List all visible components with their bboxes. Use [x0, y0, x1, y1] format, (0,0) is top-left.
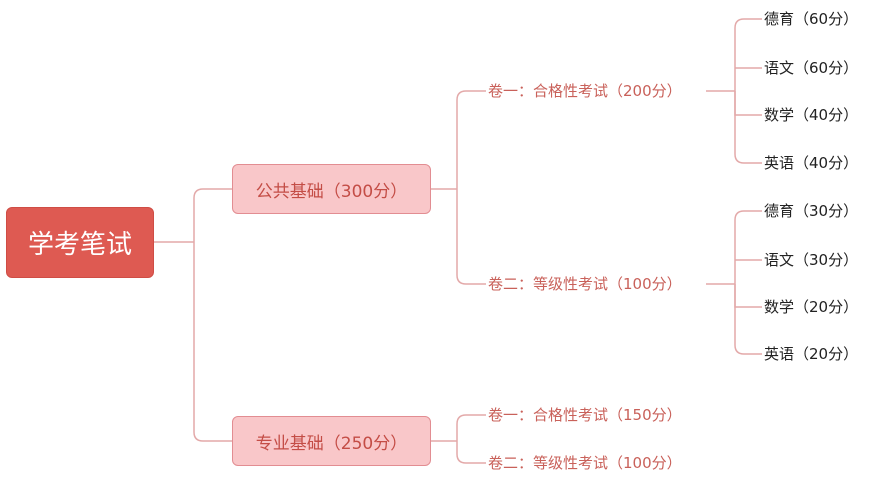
- exam-node-public-paper-2[interactable]: 卷二：等级性考试（100分）: [488, 275, 682, 293]
- subject-label: 德育（60分）: [764, 10, 859, 28]
- root-node[interactable]: 学考笔试: [6, 207, 154, 278]
- subject-node-english[interactable]: 英语（40分）: [764, 154, 858, 172]
- branch-label: 公共基础（300分）: [255, 181, 408, 202]
- connector-branch-1-to-exam-1: [456, 90, 486, 189]
- exam-label: 卷一：合格性考试（150分）: [488, 406, 682, 424]
- branch-label: 专业基础（250分）: [255, 433, 408, 454]
- connector-exam-1-to-subject-4: [734, 91, 762, 164]
- subject-node-math[interactable]: 数学（40分）: [764, 106, 858, 124]
- exam-label: 卷二：等级性考试（100分）: [488, 275, 682, 293]
- exam-node-professional-paper-1[interactable]: 卷一：合格性考试（150分）: [488, 406, 682, 424]
- subject-label: 数学（40分）: [764, 106, 859, 124]
- root-label: 学考笔试: [27, 230, 132, 260]
- connector-branch-2-to-exam-2: [456, 441, 486, 464]
- connector-branch-2-to-exam-1: [456, 414, 486, 441]
- exam-node-public-paper-1[interactable]: 卷一：合格性考试（200分）: [488, 82, 682, 100]
- branch-node-public-basics[interactable]: 公共基础（300分）: [232, 164, 431, 214]
- connector-root-to-branch-2: [193, 242, 232, 442]
- subject-node-moral-education[interactable]: 德育（30分）: [764, 202, 858, 220]
- subject-node-math[interactable]: 数学（20分）: [764, 298, 858, 316]
- subject-label: 英语（40分）: [764, 154, 859, 172]
- connector-exam-2-to-subject-1: [734, 210, 762, 284]
- connector-branch-1-to-exam-2: [456, 189, 486, 285]
- subject-node-chinese[interactable]: 语文（60分）: [764, 59, 858, 77]
- branch-node-professional-basics[interactable]: 专业基础（250分）: [232, 416, 431, 466]
- connector-exam-2-to-subject-3: [734, 284, 762, 308]
- subject-label: 数学（20分）: [764, 298, 859, 316]
- subject-label: 德育（30分）: [764, 202, 859, 220]
- subject-node-chinese[interactable]: 语文（30分）: [764, 251, 858, 269]
- connector-root-to-branch-1: [193, 188, 232, 242]
- subject-node-moral-education[interactable]: 德育（60分）: [764, 10, 858, 28]
- subject-label: 英语（20分）: [764, 345, 859, 363]
- subject-node-english[interactable]: 英语（20分）: [764, 345, 858, 363]
- exam-label: 卷二：等级性考试（100分）: [488, 454, 682, 472]
- connector-exam-2-to-subject-4: [734, 284, 762, 355]
- connector-exam-1-to-subject-3: [734, 91, 762, 116]
- exam-label: 卷一：合格性考试（200分）: [488, 82, 682, 100]
- subject-label: 语文（30分）: [764, 251, 859, 269]
- connector-exam-1-to-subject-1: [734, 18, 762, 91]
- subject-label: 语文（60分）: [764, 59, 859, 77]
- exam-node-professional-paper-2[interactable]: 卷二：等级性考试（100分）: [488, 454, 682, 472]
